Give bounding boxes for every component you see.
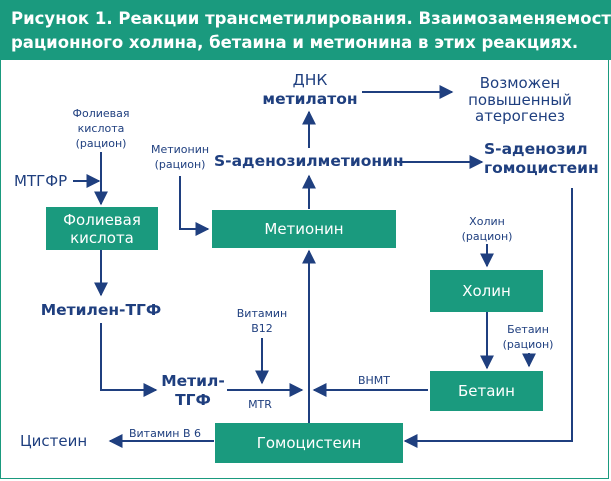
sam-text: S-аденозилметионин	[214, 152, 404, 170]
cysteine-text: Цистеин	[20, 432, 88, 450]
folic-acid-box-line-1: Фолиевая	[63, 210, 141, 229]
methionine-diet-line-2: (рацион)	[154, 158, 206, 171]
dna-methylation-line-2: метилатон	[262, 90, 358, 108]
figure-title-line-2: рационного холина, бетаина и метионина в…	[11, 33, 579, 52]
mtr-text: MTR	[248, 398, 272, 411]
methionine-box: Метионин	[212, 210, 396, 248]
methionine-box-label: Метионин	[264, 220, 344, 238]
possible-atherogenesis-line-2: повышенный	[468, 90, 572, 109]
bhmt-text: BHMT	[357, 374, 391, 387]
bhmt-label: BHMT	[352, 374, 396, 388]
methyl-thf-line-1: Метил-	[161, 372, 225, 390]
homocysteine-box-label: Гомоцистеин	[256, 434, 362, 452]
choline-box-label: Холин	[462, 282, 511, 300]
choline-diet-line-2: (рацион)	[461, 230, 513, 243]
folic-acid-diet-line-1: Фолиевая	[72, 107, 130, 120]
sam-label: S-аденозилметионин	[214, 152, 404, 171]
arrow-sah-to-homocysteine	[403, 188, 573, 448]
folic-acid-diet-line-2: кислота	[77, 122, 125, 135]
vitamin-b12-label: Витамин В12	[232, 306, 292, 336]
vitamin-b12-line-1: Витамин	[236, 307, 288, 320]
sah-label: S-аденозил гомоцистеин	[484, 140, 599, 178]
betaine-box: Бетаин	[430, 371, 543, 411]
sah-line-1: S-аденозил	[484, 140, 588, 158]
methylene-thf-label: Метилен-ТГФ	[38, 301, 164, 320]
methyl-thf-label: Метил- ТГФ	[160, 372, 226, 410]
figure-title-line-1: Рисунок 1. Реакции трансметилирования. В…	[11, 9, 611, 28]
sah-line-2: гомоцистеин	[484, 159, 599, 177]
betaine-diet-line-1: Бетаин	[507, 323, 549, 336]
vitamin-b6-label: Витамин В 6	[120, 427, 210, 441]
methyl-thf-line-2: ТГФ	[175, 391, 211, 409]
possible-atherogenesis-line-1: Возможен	[479, 74, 561, 92]
methionine-diet-line-1: Метионин	[150, 143, 210, 156]
folic-acid-diet-label: Фолиевая кислота (рацион)	[61, 106, 141, 151]
methylene-thf-text: Метилен-ТГФ	[40, 301, 162, 319]
vitamin-b12-line-2: В12	[251, 322, 273, 335]
arrow-methylene-to-methyl-thf	[100, 323, 158, 397]
figure-header: Рисунок 1. Реакции трансметилирования. В…	[0, 0, 611, 60]
betaine-box-label: Бетаин	[457, 382, 515, 400]
dna-methylation-label: ДНК метилатон	[258, 71, 362, 109]
betaine-diet-line-2: (рацион)	[502, 338, 554, 351]
choline-box: Холин	[430, 270, 543, 312]
mtr-label: MTR	[238, 398, 282, 412]
possible-atherogenesis-label: Возможен повышенный атерогенез	[455, 75, 585, 125]
mthfr-text: МТГФР	[14, 172, 68, 190]
folic-acid-box-line-2: кислота	[70, 228, 134, 247]
arrow-methionine-diet-to-methionine	[179, 176, 210, 236]
possible-atherogenesis-line-3: атерогенез	[475, 107, 565, 125]
mthfr-label: МТГФР	[14, 172, 72, 190]
folic-acid-diet-line-3: (рацион)	[75, 137, 127, 150]
homocysteine-box: Гомоцистеин	[215, 423, 403, 463]
cysteine-label: Цистеин	[20, 432, 110, 450]
betaine-diet-label: Бетаин (рацион)	[498, 322, 558, 352]
choline-diet-line-1: Холин	[469, 215, 505, 228]
dna-methylation-line-1: ДНК	[292, 71, 328, 89]
folic-acid-box: Фолиевая кислота	[46, 207, 158, 250]
choline-diet-label: Холин (рацион)	[457, 214, 517, 244]
vitamin-b6-text: Витамин В 6	[128, 427, 202, 440]
methionine-diet-label: Метионин (рацион)	[143, 142, 217, 172]
